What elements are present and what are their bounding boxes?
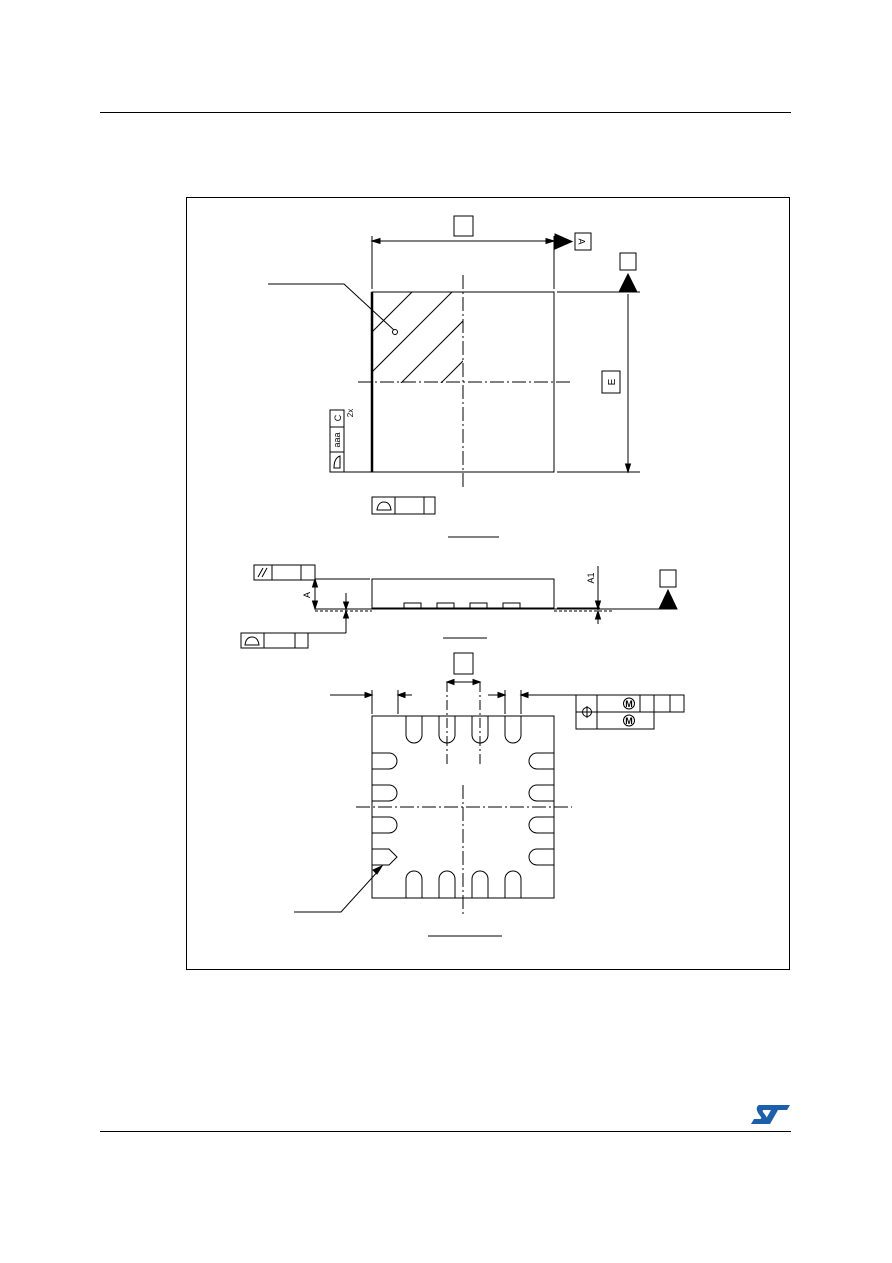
datum-a-triangle [554,233,574,250]
pin1-hatch [372,292,463,383]
mmc-label: M [625,699,633,709]
fcf-multiplier-label: 2x [346,409,355,417]
profile-surface-icon [333,455,341,469]
left-column-pads [372,752,398,866]
header-rule [100,112,791,113]
top-row-pads [405,716,522,744]
width-label-box [453,215,474,237]
height-label-box [601,370,621,394]
datum-b-box [619,252,637,271]
standoff-label: A1 [586,572,596,583]
side-view [240,564,678,649]
bottom-feature-control-frame [371,496,436,515]
pin1-pad [372,848,398,866]
datum-c-box [659,569,677,588]
height-label: E [607,378,618,385]
fcf-datum-label: C [333,414,343,421]
datum-c-triangle [658,588,678,610]
mmc-icon [623,697,635,710]
pitch-label-box [453,652,474,675]
datum-a-box [574,232,592,251]
fcf-tolerance-label: aaa [332,432,342,447]
right-column-pads [528,752,554,866]
st-logo-icon [751,1105,790,1124]
mmc-icon-2 [623,714,635,727]
profile-surface-icon-2 [376,501,392,511]
pin1-bottom-leader [294,868,381,913]
position-feature-frame [575,694,685,730]
drawing-frame [186,197,790,970]
bottom-view [294,652,685,937]
coplanarity-feature-frame [240,632,309,649]
parallelism-feature-frame [253,564,316,581]
side-view-body [371,578,555,609]
top-view [268,215,640,538]
bottom-row-pads [405,870,522,898]
side-height-label: A [302,592,312,598]
pin1-marker [392,329,398,335]
datum-b-triangle [618,272,638,293]
datum-a-label: A [577,238,587,244]
footer-rule [100,1131,791,1132]
mmc-label-2: M [625,716,633,726]
left-feature-control-frame [329,409,345,473]
profile-surface-icon-3 [244,636,260,646]
pin1-leader [268,283,396,332]
side-view-leads [403,602,521,610]
